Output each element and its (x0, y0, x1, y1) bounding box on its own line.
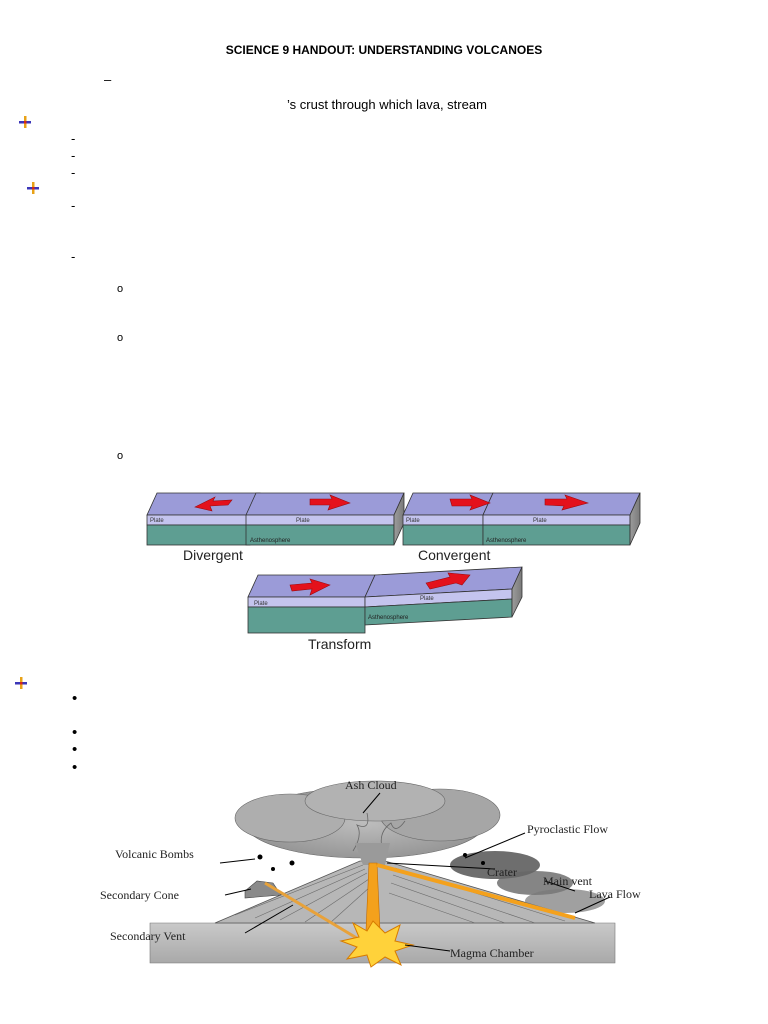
dash-item: - (71, 249, 76, 264)
transform-label: Transform (308, 636, 371, 652)
round-bullet: • (72, 759, 78, 776)
divergent-label: Divergent (183, 547, 243, 563)
dash-item: - (71, 198, 76, 213)
main-vent-label: Main vent (543, 874, 593, 888)
asthenosphere-label: Asthenosphere (486, 538, 527, 544)
divergent-block: Plate Plate Asthenosphere Divergent (146, 492, 405, 563)
section-marker-icon (27, 182, 39, 194)
round-bullet: • (72, 741, 78, 758)
circle-bullet: o (117, 332, 124, 344)
convergent-label: Convergent (418, 547, 490, 563)
plate-label: Plate (533, 518, 547, 524)
dash-item: - (71, 131, 76, 146)
convergent-block: Plate Plate Asthenosphere Convergent (402, 492, 641, 563)
ash-cloud (234, 780, 501, 865)
volcanic-bombs-label: Volcanic Bombs (115, 847, 194, 861)
page-title: SCIENCE 9 HANDOUT: UNDERSTANDING VOLCANO… (225, 43, 543, 57)
plate-label: Plate (296, 518, 310, 524)
lava-flow-label: Lava Flow (589, 887, 641, 901)
plate-label: Plate (150, 518, 164, 524)
plate-boundaries-diagram: Plate Plate Asthenosphere Divergent Plat… (146, 492, 641, 652)
section-marker-icon (19, 116, 31, 128)
crust-text: ’s crust through which lava, stream (287, 97, 487, 112)
round-bullet: • (72, 724, 78, 741)
ash-cloud-label: Ash Cloud (345, 778, 397, 792)
round-bullet: • (72, 690, 78, 707)
plate-label: Plate (254, 601, 268, 607)
dash-item: - (71, 165, 76, 180)
en-dash: – (104, 72, 112, 87)
asthenosphere-label: Asthenosphere (250, 538, 291, 544)
transform-block: Plate Plate Asthenosphere Transform (247, 566, 523, 652)
asthenosphere-label: Asthenosphere (368, 615, 409, 621)
pyroclastic-flow-label: Pyroclastic Flow (527, 822, 608, 836)
circle-bullet: o (117, 283, 124, 295)
dash-item: - (71, 148, 76, 163)
secondary-cone-label: Secondary Cone (100, 888, 179, 902)
circle-bullet: o (117, 450, 124, 462)
crater-label: Crater (487, 865, 517, 879)
magma-chamber-label: Magma Chamber (450, 946, 534, 960)
plate-label: Plate (406, 518, 420, 524)
section-marker-icon (15, 677, 27, 689)
plate-label: Plate (420, 596, 434, 602)
volcano-diagram: Ash Cloud Pyroclastic Flow Volcanic Bomb… (100, 778, 641, 968)
secondary-vent-label: Secondary Vent (110, 929, 186, 943)
